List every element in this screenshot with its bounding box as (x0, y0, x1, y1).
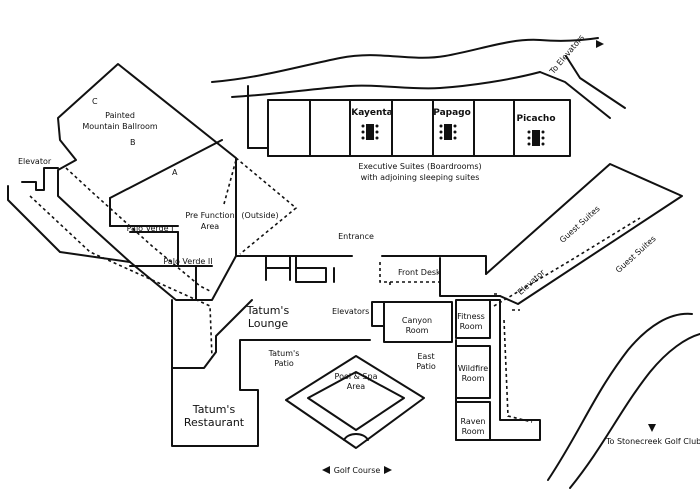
ballroom-c-label: C (92, 97, 98, 106)
tatums-lounge-label-line1: Tatum's (246, 304, 290, 317)
pool-spa (343, 433, 369, 441)
fitness-room (455, 299, 491, 339)
boardroom-table-icon-kayenta (361, 124, 379, 140)
creek-b (569, 333, 700, 489)
ballroom-a-label: A (172, 168, 178, 177)
creek-a (547, 312, 693, 481)
guest-suites-wing (485, 163, 683, 305)
elevators-center-label: Elevators (332, 307, 370, 316)
wildfire-room (455, 345, 491, 399)
ballroom-b-label: B (130, 138, 136, 147)
picacho-label: Picacho (516, 114, 556, 124)
palo-verde-2-label: Palo Verde II (163, 257, 213, 266)
prefunction-label-line1: Pre Function (185, 211, 235, 220)
road-left (539, 71, 611, 119)
executive-suites-label: Executive Suites (Boardrooms) (358, 162, 482, 171)
wildfire-room-label-line2: Room (461, 374, 485, 383)
canyon-room-label-line2: Room (405, 326, 429, 335)
executive-suites-block (267, 99, 571, 157)
boardroom-table-icon-picacho (527, 130, 545, 146)
prefunction-label-line2: Area (200, 222, 220, 231)
tatums-restaurant-label-line2: Restaurant (183, 416, 245, 429)
east-patio-label-line1: East (417, 352, 435, 361)
golf-course-label: Golf Course (333, 466, 381, 475)
entrance-label: Entrance (338, 232, 374, 241)
executive-suites-sublabel: with adjoining sleeping suites (360, 173, 480, 182)
tatums-restaurant-label-line1: Tatum's (192, 403, 236, 416)
landscape-line-top (211, 37, 599, 83)
walkway-prefunction (223, 159, 237, 205)
kayenta-label: Kayenta (351, 108, 393, 118)
canyon-room-label-line1: Canyon (401, 316, 433, 325)
tatums-patio-label-line2: Patio (274, 359, 294, 368)
lobby-rooms (265, 255, 335, 283)
elevator-left-label: Elevator (18, 157, 52, 166)
arrow-icon-stonecreek (648, 424, 656, 432)
pool-inner (307, 371, 405, 431)
pool-label-line1: Pool & Spa (334, 372, 378, 381)
landscape-line-lower (231, 71, 541, 98)
ballroom-label-line1: Painted (105, 111, 135, 120)
walkway-right (493, 217, 641, 307)
canyon-small (371, 301, 385, 327)
arrow-icon-golf-right (384, 466, 392, 474)
tatums-patio-label-line1: Tatum's (268, 349, 300, 358)
ballroom-label-line2: Mountain Ballroom (82, 122, 158, 131)
raven-room-label-line2: Room (461, 427, 485, 436)
raven-room (455, 401, 491, 441)
to-stonecreek-label: To Stonecreek Golf Club (606, 437, 700, 446)
palo-verde-1-label: Palo Verde I (126, 224, 174, 233)
tatums-lounge-label-line2: Lounge (247, 317, 289, 330)
walkway-right-lower (503, 309, 533, 423)
pool-label-line2: Area (346, 382, 366, 391)
road-right (565, 55, 626, 109)
walkway-lobby (379, 262, 440, 286)
walkway-east (440, 293, 500, 297)
fitness-room-label-line2: Room (459, 322, 483, 331)
walkway-ballroom-lower (65, 167, 213, 293)
boardroom-table-icon-papago (439, 124, 457, 140)
outside-label: (Outside) (241, 211, 279, 220)
arrow-icon-golf-left (322, 466, 330, 474)
restaurant-outline (171, 339, 263, 447)
raven-room-label-line1: Raven (460, 417, 486, 426)
fitness-room-label-line1: Fitness (457, 312, 485, 321)
front-desk-label: Front Desk (398, 268, 441, 277)
wildfire-room-label-line1: Wildfire (457, 364, 489, 373)
papago-label: Papago (433, 108, 471, 118)
arrow-icon-elevators (596, 40, 604, 48)
pool-outer (285, 355, 425, 449)
east-patio-label-line2: Patio (416, 362, 436, 371)
left-elevator (21, 167, 59, 191)
walkway-outside (235, 157, 298, 255)
